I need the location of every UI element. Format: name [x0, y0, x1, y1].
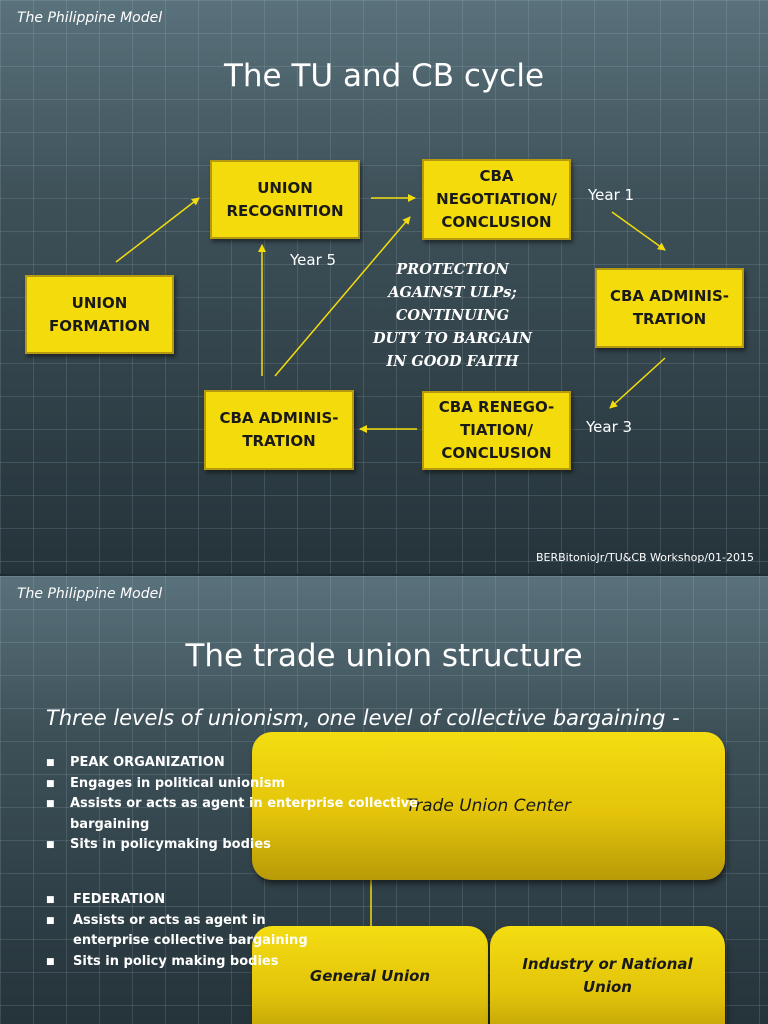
list-item: enterprise collective bargaining — [73, 933, 308, 948]
cba-renegotiation-box: CBA RENEGO- TIATION/ CONCLUSION — [422, 391, 571, 470]
federation-list: FEDERATION Assists or acts as agent in e… — [46, 890, 346, 972]
arrow-admin-to-negotiation — [274, 216, 411, 377]
slide-title: The TU and CB cycle — [223, 58, 545, 94]
slide-subtitle: Three levels of unionism, one level of c… — [46, 706, 680, 730]
union-formation-box: UNION FORMATION — [25, 275, 174, 354]
cba-administration-left-box: CBA ADMINIS- TRATION — [204, 390, 354, 470]
arrow-formation-to-recognition — [115, 197, 200, 263]
footer-credit: BERBitonioJr/TU&CB Workshop/01-2015 — [535, 551, 754, 564]
slide-title: The trade union structure — [185, 638, 583, 674]
peak-organization-list: PEAK ORGANIZATION Engages in political u… — [46, 753, 426, 856]
connector-line — [370, 879, 372, 926]
protection-note: PROTECTION AGAINST ULPs; CONTINUING DUTY… — [372, 261, 533, 370]
cba-administration-right-box: CBA ADMINIS- TRATION — [595, 268, 744, 348]
year-1-label: Year 1 — [588, 186, 635, 204]
union-recognition-box: UNION RECOGNITION — [210, 160, 360, 239]
slide-trade-union-structure: The Philippine Model The trade union str… — [0, 576, 768, 1024]
list-item: Sits in policy making bodies — [46, 952, 346, 973]
model-label: The Philippine Model — [17, 10, 163, 26]
list-item: PEAK ORGANIZATION — [46, 753, 426, 774]
general-union-box: General Union — [252, 926, 488, 1024]
list-item: FEDERATION — [46, 890, 346, 911]
industry-union-box: Industry or National Union — [490, 926, 725, 1024]
year-3-label: Year 3 — [586, 418, 633, 436]
arrow-admin-to-renegotiation — [609, 357, 666, 409]
list-item: bargaining — [70, 816, 150, 832]
arrow-negotiation-to-admin — [611, 211, 666, 251]
list-item: Engages in political unionism — [46, 774, 426, 795]
list-item: Assists or acts as agent in — [46, 911, 346, 932]
model-label: The Philippine Model — [17, 586, 163, 602]
cycle-arrows — [115, 194, 666, 433]
year-5-label: Year 5 — [290, 251, 337, 269]
list-item: Sits in policymaking bodies — [46, 835, 426, 856]
slide-tu-cb-cycle: The Philippine Model The TU and CB cycle… — [0, 0, 768, 574]
cba-negotiation-box: CBA NEGOTIATION/ CONCLUSION — [422, 159, 571, 240]
list-item: Assists or acts as agent in enterprise c… — [46, 794, 426, 815]
